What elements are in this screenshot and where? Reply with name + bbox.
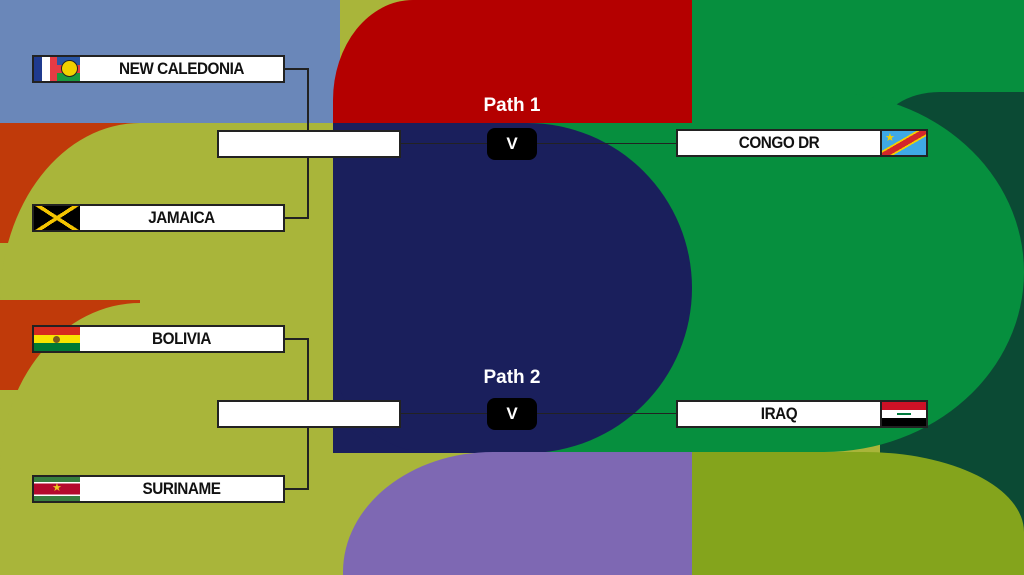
team-new-caledonia: NEW CALEDONIA — [32, 55, 285, 83]
team-congo-dr: CONGO DR ★ — [676, 129, 928, 157]
team-name: CONGO DR — [738, 133, 820, 152]
team-jamaica: JAMAICA — [32, 204, 285, 232]
connector — [284, 217, 309, 219]
congo-dr-flag-icon: ★ — [880, 131, 926, 155]
path2-vs-badge: V — [487, 398, 537, 430]
path2-winner-slot — [217, 400, 401, 428]
new-caledonia-flag-icon — [34, 57, 80, 81]
jamaica-flag-icon — [34, 206, 80, 230]
path1-vs-badge: V — [487, 128, 537, 160]
team-name: SURINAME — [142, 479, 221, 498]
team-name: JAMAICA — [148, 208, 215, 227]
bg-red — [333, 0, 692, 123]
team-suriname: ★ SURINAME — [32, 475, 285, 503]
path1-winner-slot — [217, 130, 401, 158]
path2-label: Path 2 — [483, 367, 541, 388]
connector — [400, 143, 676, 144]
connector — [284, 338, 309, 340]
bolivia-flag-icon — [34, 327, 80, 351]
iraq-flag-icon — [880, 402, 926, 426]
bg-purple — [343, 452, 692, 575]
suriname-flag-icon: ★ — [34, 477, 80, 501]
bg-navy-left — [333, 123, 433, 453]
connector — [284, 488, 309, 490]
path1-label: Path 1 — [483, 95, 541, 116]
connector — [400, 413, 676, 414]
team-iraq: IRAQ — [676, 400, 928, 428]
team-name: IRAQ — [760, 404, 798, 423]
team-name: BOLIVIA — [152, 329, 211, 348]
team-name: NEW CALEDONIA — [118, 59, 245, 78]
connector — [284, 68, 309, 70]
team-bolivia: BOLIVIA — [32, 325, 285, 353]
